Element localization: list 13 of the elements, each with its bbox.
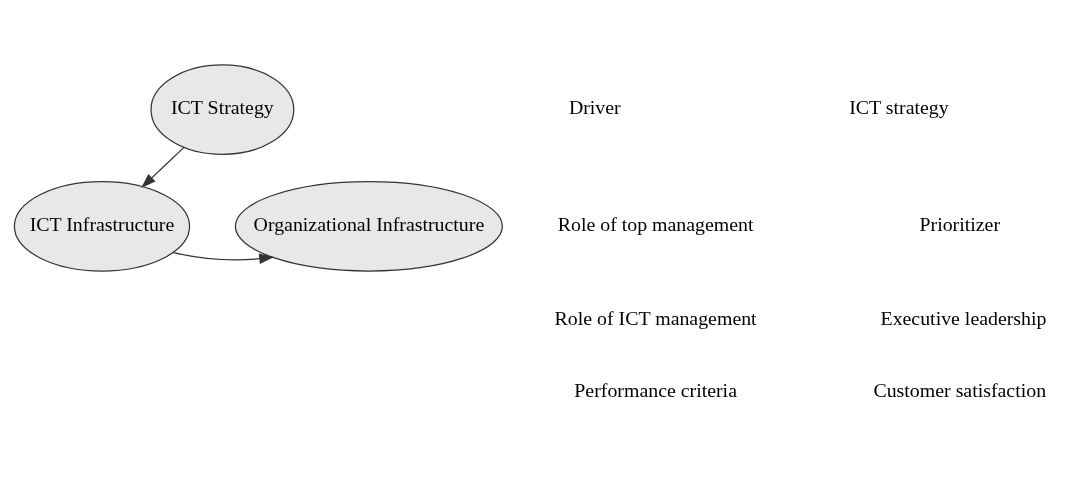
label: Role of top management [557,213,754,236]
label: Prioritizer [919,213,1001,236]
label: Performance criteria [574,379,737,402]
label: ICT strategy [849,96,949,119]
node-ellipse: ICT Infrastructure [13,181,191,272]
node-ellipse: ICT Strategy [150,64,295,155]
label: Driver [568,96,621,119]
label: Customer satisfaction [873,379,1047,402]
arrow [172,252,275,264]
label: Executive leadership [880,307,1047,330]
node-ellipse: Organizational Infrastructure [234,181,503,272]
arrow [141,146,185,188]
label: Role of ICT management [554,307,757,330]
